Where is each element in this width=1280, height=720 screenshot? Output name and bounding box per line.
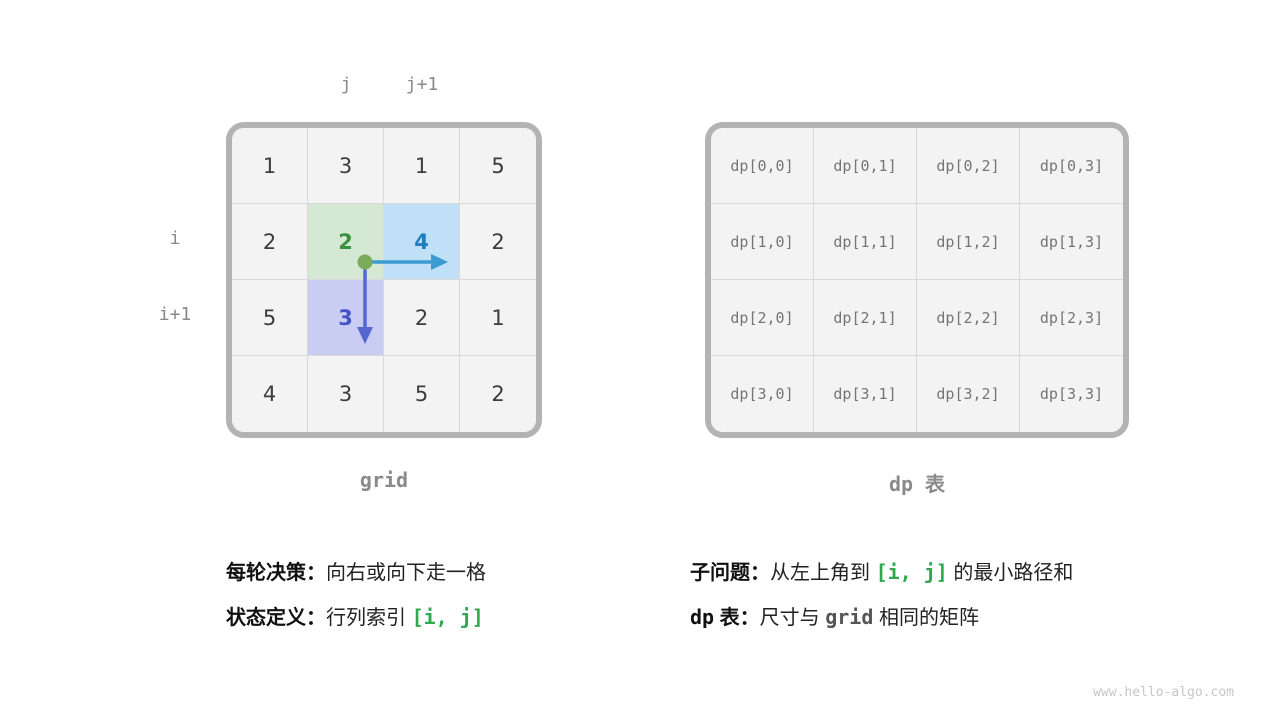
grid-cell-0-0: 1 (232, 128, 308, 204)
grid-cell-0-2: 1 (384, 128, 460, 204)
row-label-i: i (169, 228, 181, 249)
col-label-j: j (340, 74, 352, 95)
grid-cell-0-1: 3 (308, 128, 384, 204)
grid-cell-3-0: 4 (232, 356, 308, 432)
dp-cell-0-0: dp[0,0] (711, 128, 814, 204)
note-subproblem: 子问题：从左上角到 [i, j] 的最小路径和 (690, 556, 1073, 585)
note-subproblem-text-before: 从左上角到 (770, 562, 876, 584)
note-subproblem-code: [i, j] (875, 560, 948, 584)
grid-cell-2-1: 3 (308, 280, 384, 356)
grid-cell-3-1: 3 (308, 356, 384, 432)
dp-cell-2-2: dp[2,2] (917, 280, 1020, 356)
grid-caption: grid (359, 468, 409, 492)
grid-cell-2-3: 1 (460, 280, 536, 356)
grid-cell-2-2: 2 (384, 280, 460, 356)
dp-cell-2-3: dp[2,3] (1020, 280, 1123, 356)
watermark: www.hello-algo.com (1093, 685, 1234, 700)
row-label-i-plus-1: i+1 (158, 304, 192, 325)
dp-cell-1-0: dp[1,0] (711, 204, 814, 280)
note-dp-table: dp 表：尺寸与 grid 相同的矩阵 (690, 601, 979, 630)
dp-cell-2-1: dp[2,1] (814, 280, 917, 356)
dp-cell-2-0: dp[2,0] (711, 280, 814, 356)
dp-cell-1-3: dp[1,3] (1020, 204, 1123, 280)
note-state-code: [i, j] (411, 605, 484, 629)
note-decision-label: 每轮决策： (226, 562, 326, 584)
grid-cell-1-1: 2 (308, 204, 384, 280)
dp-cell-3-3: dp[3,3] (1020, 356, 1123, 432)
note-dp-label: 表： (714, 607, 760, 629)
note-dp-text-before: 尺寸与 (759, 607, 826, 629)
grid-cell-0-3: 5 (460, 128, 536, 204)
grid-cell-1-2: 4 (384, 204, 460, 280)
grid-cell-1-3: 2 (460, 204, 536, 280)
note-subproblem-text-after: 的最小路径和 (947, 562, 1074, 584)
note-state-label: 状态定义： (226, 607, 326, 629)
grid-cell-3-2: 5 (384, 356, 460, 432)
grid-cell-2-0: 5 (232, 280, 308, 356)
note-state-text: 行列索引 (326, 607, 412, 629)
dp-cell-0-3: dp[0,3] (1020, 128, 1123, 204)
note-dp-code: grid (825, 605, 874, 629)
note-decision-text: 向右或向下走一格 (326, 562, 486, 584)
dp-cell-3-2: dp[3,2] (917, 356, 1020, 432)
dp-cell-1-1: dp[1,1] (814, 204, 917, 280)
note-state-definition: 状态定义：行列索引 [i, j] (226, 601, 484, 630)
grid-cell-1-0: 2 (232, 204, 308, 280)
dp-cell-1-2: dp[1,2] (917, 204, 1020, 280)
note-dp-text-after: 相同的矩阵 (873, 607, 979, 629)
note-dp-label-code: dp (690, 605, 715, 629)
dp-caption: dp 表 (888, 472, 946, 496)
note-decision: 每轮决策：向右或向下走一格 (226, 556, 486, 585)
dp-cell-3-1: dp[3,1] (814, 356, 917, 432)
dp-cell-0-2: dp[0,2] (917, 128, 1020, 204)
dp-cell-0-1: dp[0,1] (814, 128, 917, 204)
col-label-j-plus-1: j+1 (405, 74, 439, 95)
dp-cell-3-0: dp[3,0] (711, 356, 814, 432)
dp-table: dp[0,0]dp[0,1]dp[0,2]dp[0,3]dp[1,0]dp[1,… (705, 122, 1129, 438)
note-subproblem-label: 子问题： (690, 562, 770, 584)
grid-cell-3-3: 2 (460, 356, 536, 432)
